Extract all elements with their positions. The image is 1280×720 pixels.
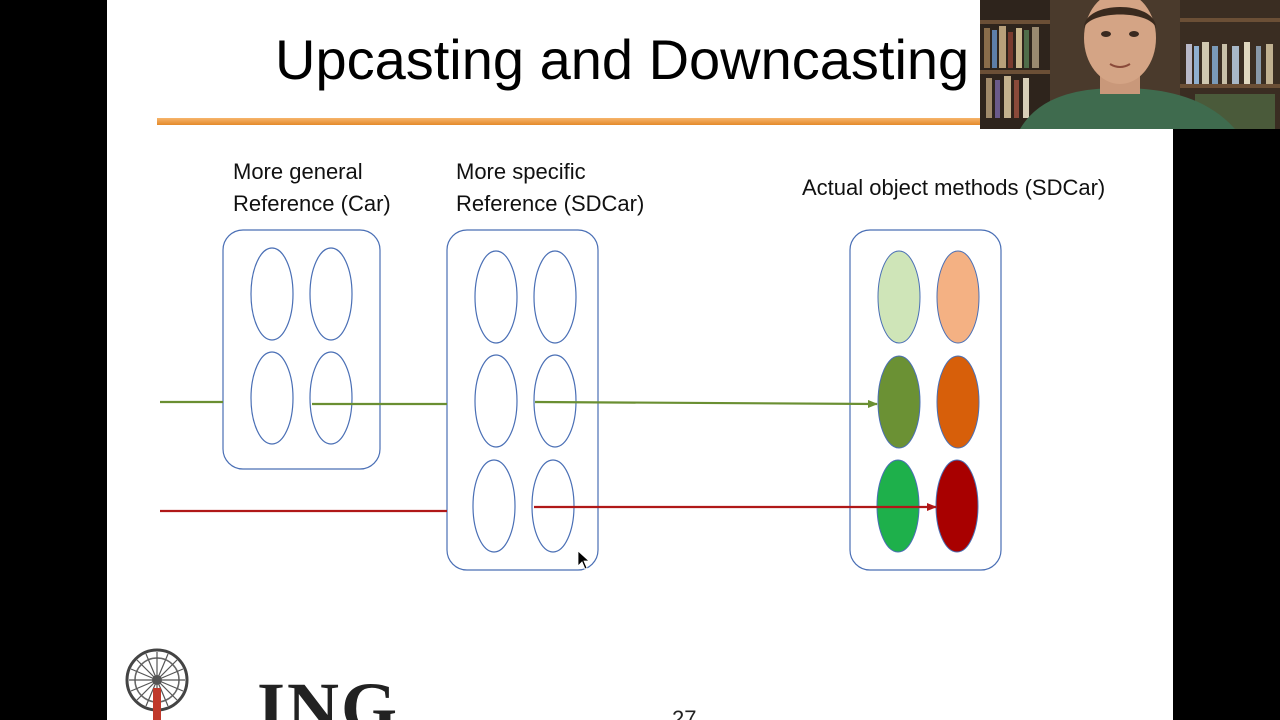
general-method-slot-2	[309, 247, 353, 341]
object-method-light-orange	[936, 250, 980, 344]
general-reference-label-line1: More general	[233, 159, 363, 184]
reference-diagram	[125, 229, 1002, 720]
general-method-slot-1	[250, 247, 294, 341]
object-method-light-green	[877, 250, 921, 344]
general-method-slot-3	[250, 351, 294, 445]
slide-page-number: 27	[672, 706, 697, 720]
object-method-olive-green	[877, 355, 921, 449]
university-logo-text: ING	[257, 668, 400, 720]
specific-reference-label-line1: More specific	[456, 159, 586, 184]
slide-title: Upcasting and Downcasting	[275, 28, 970, 91]
presenter-video-frame	[980, 0, 1280, 129]
specific-reference-box	[446, 229, 599, 571]
red-reference-arrow	[160, 503, 937, 513]
specific-method-slot-1	[474, 250, 518, 344]
green-reference-arrow	[160, 399, 878, 408]
specific-method-slot-2	[533, 250, 577, 344]
specific-method-slot-5	[472, 459, 516, 553]
specific-method-slot-4	[533, 354, 577, 448]
university-logo-emblem	[125, 648, 189, 720]
actual-object-label: Actual object methods (SDCar)	[802, 175, 1106, 200]
mouse-pointer-icon	[577, 550, 591, 570]
general-reference-label: More general Reference (Car)	[233, 156, 391, 220]
actual-object-box	[849, 229, 1002, 571]
general-reference-label-line2: Reference (Car)	[233, 191, 391, 216]
specific-reference-label: More specific Reference (SDCar)	[456, 156, 644, 220]
general-reference-box	[222, 229, 381, 470]
title-divider	[157, 118, 1173, 125]
presenter-webcam	[980, 0, 1280, 129]
object-method-dark-orange	[936, 355, 980, 449]
object-method-dark-red	[935, 459, 979, 553]
specific-reference-label-line2: Reference (SDCar)	[456, 191, 645, 216]
general-method-slot-4	[309, 351, 353, 445]
specific-method-slot-3	[474, 354, 518, 448]
